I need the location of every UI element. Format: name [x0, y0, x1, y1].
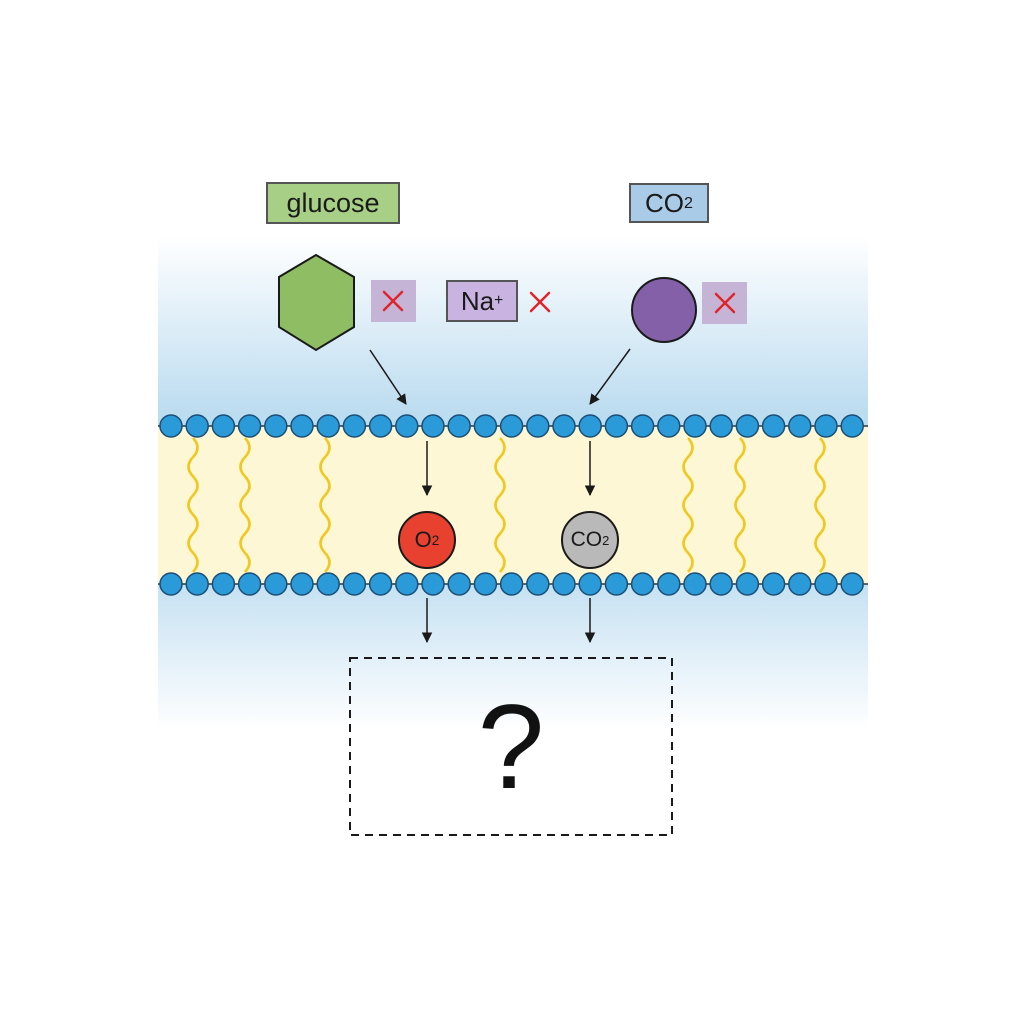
phospholipid-bottom-head [290, 572, 314, 596]
co2-inner-text: CO [570, 528, 603, 551]
phospholipid-bottom-head [735, 572, 760, 596]
phospholipid-bottom-head [526, 572, 550, 596]
phospholipid-bottom-head [316, 572, 340, 596]
phospholipid-bottom-head [395, 572, 419, 596]
sodium-label-charge: + [494, 292, 504, 309]
phospholipid-bottom-head [552, 572, 576, 596]
phospholipid-top-head [657, 414, 681, 438]
o2-subscript: 2 [431, 532, 440, 548]
co2-inner-subscript: 2 [602, 532, 610, 548]
lipid-tail [734, 437, 746, 573]
phospholipid-top-head [211, 414, 236, 438]
unknown-result-question-mark: ? [477, 680, 545, 814]
sodium-label-text: Na [460, 285, 495, 316]
phospholipid-bottom-head [578, 572, 602, 596]
phospholipid-bottom-head [447, 572, 471, 596]
phospholipid-bottom-head [683, 572, 707, 596]
phospholipid-bottom-head [421, 572, 445, 596]
phospholipid-top-head [368, 414, 393, 438]
phospholipid-top-head [290, 414, 314, 438]
phospholipid-top-head [264, 414, 288, 438]
phospholipid-bottom-head [499, 572, 524, 596]
phospholipid-bottom-head [788, 572, 812, 596]
glucose-label-text: glucose [286, 187, 380, 218]
phospholipid-top-head [395, 414, 419, 438]
lipid-tail [682, 437, 694, 573]
phospholipid-bottom-head [814, 572, 838, 596]
phospholipid-bottom-head [709, 572, 733, 596]
phospholipid-bottom-head [630, 572, 655, 596]
lipid-tail [319, 437, 331, 573]
phospholipid-bottom-head [342, 572, 367, 596]
lipid-tails [187, 437, 826, 573]
phospholipid-top-head [578, 414, 602, 438]
phospholipid-top-head [499, 414, 524, 438]
phospholipid-bottom-head [840, 572, 864, 596]
co2-inner-molecule [561, 511, 619, 569]
phospholipid-top-head [630, 414, 655, 438]
phospholipid-top-head [788, 414, 812, 438]
phospholipid-bottom-head [761, 572, 786, 596]
phospholipid-heads-bottom [159, 572, 864, 596]
phospholipid-top-head [526, 414, 550, 438]
phospholipid-bottom-head [368, 572, 393, 596]
co2-label-text: CO [645, 187, 685, 218]
lipid-tail [239, 437, 251, 573]
phospholipid-top-head [473, 414, 498, 438]
phospholipid-top-head [447, 414, 471, 438]
phospholipid-top-head [709, 414, 733, 438]
phospholipid-bottom-head [604, 572, 629, 596]
lipid-tail [814, 437, 826, 573]
glucose-approach-arrow-icon [369, 349, 407, 405]
phospholipid-bottom-head [237, 572, 262, 596]
phospholipid-top-head [683, 414, 707, 438]
phospholipid-top-head [316, 414, 340, 438]
phospholipid-top-head [342, 414, 367, 438]
phospholipid-top-head [840, 414, 864, 438]
unknown-result-box [349, 657, 673, 836]
glucose-cross-icon [382, 290, 404, 312]
phospholipid-bottom-head [264, 572, 288, 596]
membrane-core [158, 426, 868, 584]
phospholipid-top-head [421, 414, 445, 438]
purple-cross-icon [714, 292, 736, 314]
co2-label-subscript: 2 [684, 193, 693, 212]
glucose-hexagon [278, 253, 355, 352]
phospholipid-top-head [237, 414, 262, 438]
co2-approach-arrow-icon [589, 348, 631, 405]
o2-molecule [398, 511, 456, 569]
phospholipid-top-head [552, 414, 576, 438]
phospholipid-top-head [159, 414, 183, 438]
phospholipid-bottom-head [211, 572, 236, 596]
phospholipid-bottom-head [159, 572, 183, 596]
phospholipid-top-head [604, 414, 629, 438]
lipid-tail [187, 437, 199, 573]
phospholipid-bottom-head [473, 572, 498, 596]
purple-molecule [631, 277, 697, 343]
phospholipid-heads-top [159, 414, 864, 438]
phospholipid-top-head [185, 414, 209, 438]
o2-text: O [414, 527, 432, 552]
sodium-ion-label: Na+ [446, 280, 518, 322]
phospholipid-bottom-head [185, 572, 209, 596]
na-cross-icon [529, 291, 551, 313]
phospholipid-top-head [735, 414, 760, 438]
lipid-tail [494, 437, 506, 573]
glucose-label: glucose [266, 182, 400, 224]
phospholipid-top-head [761, 414, 786, 438]
phospholipid-top-head [814, 414, 838, 438]
phospholipid-bottom-head [657, 572, 681, 596]
